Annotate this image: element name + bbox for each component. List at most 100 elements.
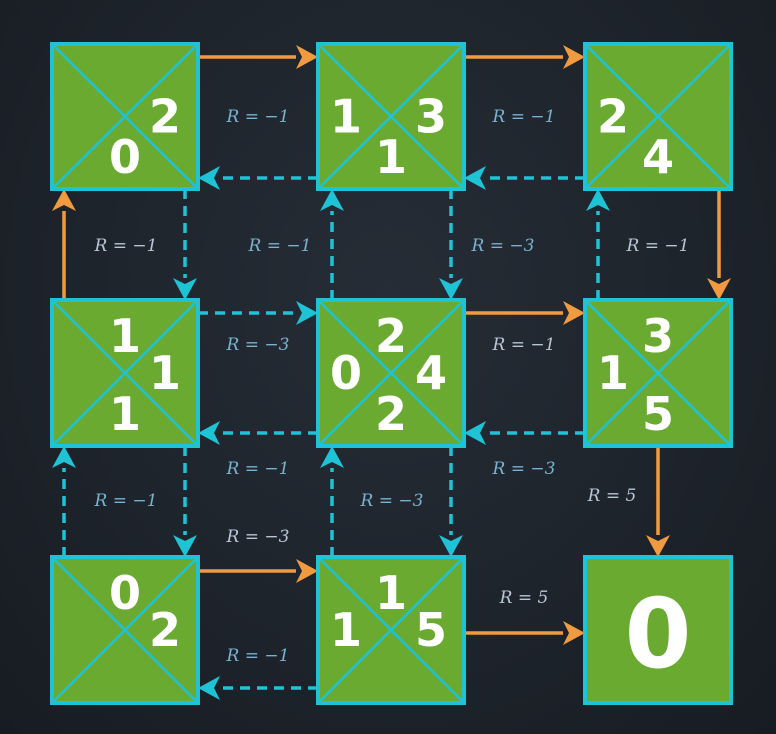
reward-label: R = −3 — [492, 459, 556, 479]
arrow-head — [439, 278, 463, 300]
q-value-top: 1 — [109, 309, 141, 363]
transition-arrow-r0c2-left — [464, 166, 585, 190]
q-value-bottom: 1 — [375, 130, 407, 184]
q-value-right: 4 — [415, 346, 447, 400]
state-cell-r1c2: 3 51 — [583, 298, 733, 448]
state-cell-r2c1: 151 — [316, 555, 466, 705]
q-value-left: 1 — [330, 603, 362, 657]
q-value-right: 2 — [149, 90, 181, 144]
cell-diagonal — [584, 299, 732, 447]
reward-label: R = −3 — [360, 491, 424, 511]
reward-label: R = 5 — [499, 588, 549, 608]
transition-arrow-r0c0-right — [198, 45, 318, 69]
transition-arrow-r2c1-up — [320, 446, 344, 557]
q-value-right: 3 — [415, 90, 447, 144]
reward-label: R = −3 — [226, 527, 290, 547]
arrow-head — [198, 676, 220, 700]
arrow-head — [198, 166, 220, 190]
state-cell-r0c2: 42 — [583, 42, 733, 191]
transition-arrow-r1c2-up — [586, 189, 610, 300]
arrow-head — [563, 301, 585, 325]
arrow-head — [464, 421, 486, 445]
arrow-head — [563, 621, 585, 645]
transition-arrow-r0c1-left — [198, 166, 318, 190]
transition-arrow-r2c0-up — [52, 446, 76, 557]
q-value-top: 2 — [375, 309, 407, 363]
transition-arrow-r0c1-down — [439, 189, 463, 300]
q-value-bottom: 2 — [375, 387, 407, 441]
transition-arrow-r0c2-down — [707, 189, 731, 300]
reward-label: R = −1 — [94, 491, 158, 511]
reward-label: R = −1 — [94, 236, 158, 256]
q-value-bottom: 5 — [642, 387, 674, 441]
reward-label: R = −1 — [492, 107, 556, 127]
state-cell-r1c0: 111 — [50, 298, 200, 448]
transition-arrow-r2c1-left — [198, 676, 318, 700]
transition-arrow-r0c1-right — [464, 45, 585, 69]
arrow-head — [320, 189, 344, 211]
reward-label: R = −1 — [226, 459, 290, 479]
q-value-bottom: 0 — [109, 130, 141, 184]
arrow-head — [586, 189, 610, 211]
reward-label: R = −1 — [226, 646, 290, 666]
state-cell-r0c1: 311 — [316, 42, 466, 191]
arrow-head — [320, 446, 344, 468]
arrow-head — [439, 535, 463, 557]
arrow-head — [296, 45, 318, 69]
cell-box — [583, 555, 733, 705]
cell-diagonal — [51, 43, 199, 190]
reward-label: R = −3 — [471, 236, 535, 256]
q-value-top: 0 — [109, 566, 141, 620]
arrow-head — [296, 559, 318, 583]
cell-diagonal — [51, 556, 199, 704]
reward-label: R = −3 — [226, 335, 290, 355]
reward-label: R = −1 — [626, 236, 690, 256]
transition-arrow-r1c1-down — [439, 446, 463, 557]
arrow-head — [52, 189, 76, 211]
arrow-head — [173, 278, 197, 300]
arrow-head — [173, 535, 197, 557]
cell-diagonal — [584, 43, 732, 190]
reward-label: R = −1 — [226, 107, 290, 127]
transition-arrow-r1c2-down — [646, 446, 670, 557]
q-value-right: 2 — [149, 603, 181, 657]
q-value-bottom: 4 — [642, 130, 674, 184]
transition-arrow-r1c0-right — [198, 301, 318, 325]
q-value-bottom: 1 — [109, 387, 141, 441]
transition-arrow-r1c2-left — [464, 421, 585, 445]
arrow-head — [464, 166, 486, 190]
q-value-left: 2 — [597, 90, 629, 144]
transition-arrow-r2c1-right — [464, 621, 585, 645]
arrow-head — [198, 421, 220, 445]
cell-diagonal — [317, 556, 465, 704]
transition-arrow-r1c0-up — [52, 189, 76, 300]
arrow-head — [563, 45, 585, 69]
reward-label: R = −1 — [248, 236, 312, 256]
transition-arrow-r1c1-left — [198, 421, 318, 445]
transition-arrow-r1c1-right — [464, 301, 585, 325]
q-value-left: 0 — [330, 346, 362, 400]
reward-label: R = 5 — [587, 486, 637, 506]
q-value-top: 3 — [642, 309, 674, 363]
q-value-right: 1 — [149, 346, 181, 400]
q-value-left: 1 — [330, 90, 362, 144]
q-value-top: 1 — [375, 566, 407, 620]
transition-arrow-r2c0-right — [198, 559, 318, 583]
arrow-head — [646, 535, 670, 557]
q-value-left: 1 — [597, 346, 629, 400]
state-cell-terminal: 0 — [583, 555, 733, 705]
state-cell-r2c0: 02 — [50, 555, 200, 705]
reward-label: R = −1 — [492, 335, 556, 355]
state-cell-r0c0: 20 — [50, 42, 200, 191]
terminal-value: 0 — [625, 578, 692, 690]
cell-diagonal — [317, 299, 465, 447]
cell-diagonal — [51, 299, 199, 447]
transition-arrow-r1c0-down — [173, 446, 197, 557]
arrow-head — [296, 301, 318, 325]
arrow-head — [52, 446, 76, 468]
transition-arrow-r0c0-down — [173, 189, 197, 300]
cell-diagonal — [317, 43, 465, 190]
